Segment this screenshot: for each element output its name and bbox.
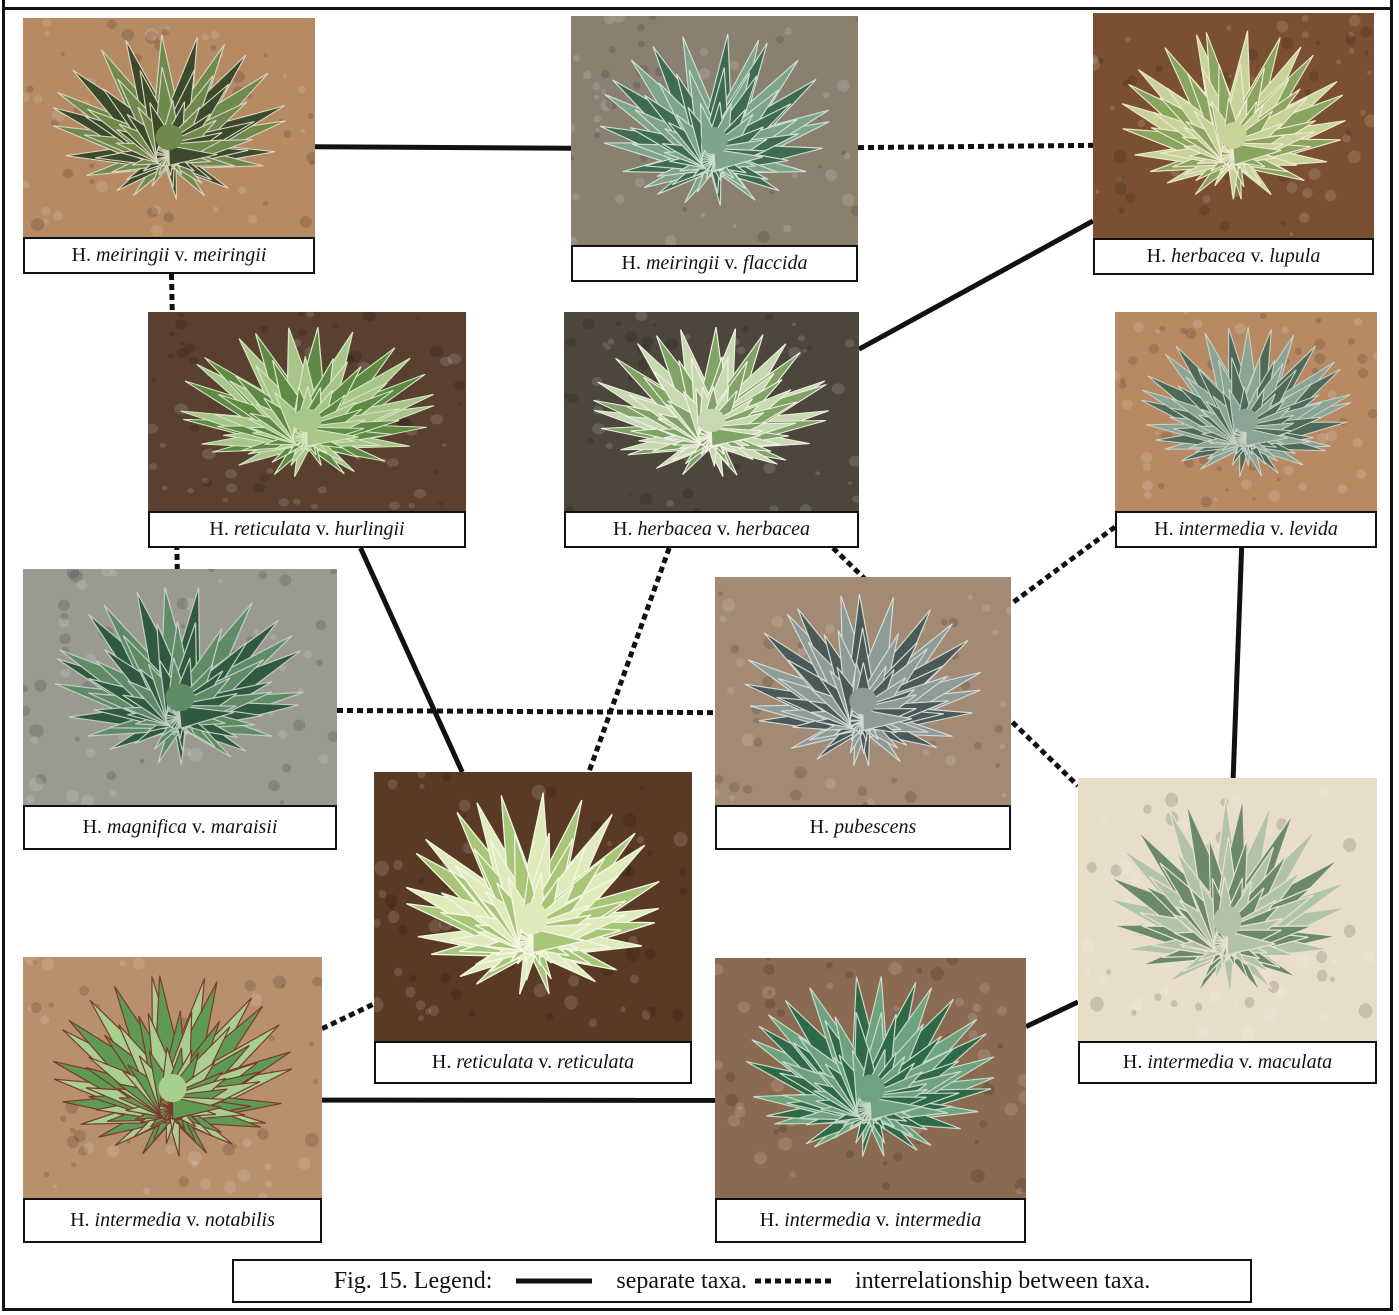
caption: H. herbacea v. herbacea: [564, 511, 859, 548]
plant-photo: [1078, 778, 1377, 1042]
rosette-illustration: [1078, 778, 1377, 1042]
rosette-illustration: [23, 18, 315, 238]
card-intermedia-maculata: H. intermedia v. maculata: [1078, 778, 1377, 1084]
card-intermedia-levida: H. intermedia v. levida: [1115, 312, 1377, 548]
plant-photo: [715, 577, 1011, 806]
rosette-illustration: [148, 312, 466, 512]
legend-interrelationship-label: interrelationship between taxa.: [855, 1268, 1150, 1295]
separate-taxa-line: [859, 221, 1093, 349]
caption: H. reticulata v. reticulata: [374, 1041, 692, 1084]
caption: H. herbacea v. lupula: [1093, 238, 1374, 275]
caption: H. intermedia v. maculata: [1078, 1041, 1377, 1084]
caption: H. pubescens: [715, 805, 1011, 850]
card-pubescens: H. pubescens: [715, 577, 1011, 850]
plant-photo: [1093, 13, 1374, 239]
interrelationship-line: [322, 1004, 374, 1029]
separate-taxa-line: [315, 147, 571, 148]
interrelationship-line: [1011, 527, 1115, 604]
plant-photo: [1115, 312, 1377, 512]
rosette-illustration: [715, 958, 1026, 1199]
interrelationship-line: [337, 710, 715, 712]
legend-box: Fig. 15. Legend: separate taxa. interrel…: [232, 1259, 1252, 1303]
plant-photo: [23, 569, 337, 806]
card-magnifica-maraisii: H. magnifica v. maraisii: [23, 569, 337, 850]
rosette-illustration: [23, 957, 322, 1199]
caption: H. magnifica v. maraisii: [23, 805, 337, 850]
card-herbacea-lupula: H. herbacea v. lupula: [1093, 13, 1374, 275]
card-herbacea-herbacea: H. herbacea v. herbacea: [564, 312, 859, 548]
plant-photo: [374, 772, 692, 1042]
rosette-illustration: [571, 16, 858, 246]
plant-photo: [715, 958, 1026, 1199]
plant-photo: [564, 312, 859, 512]
caption: H. intermedia v. intermedia: [715, 1198, 1026, 1243]
caption: H. meiringii v. meiringii: [23, 237, 315, 274]
separate-taxa-line: [1233, 548, 1241, 778]
rosette-illustration: [1115, 312, 1377, 512]
plant-photo: [23, 18, 315, 238]
card-reticulata-hurlingii: H. reticulata v. hurlingii: [148, 312, 466, 548]
card-meiringii-meiringii: H. meiringii v. meiringii: [23, 18, 315, 274]
rosette-illustration: [1093, 13, 1374, 239]
legend-separate-label: separate taxa.: [616, 1268, 747, 1295]
caption: H. reticulata v. hurlingii: [148, 511, 466, 548]
separate-taxa-line: [361, 548, 463, 772]
interrelationship-line: [589, 548, 669, 772]
legend-prefix: Fig. 15. Legend:: [334, 1268, 493, 1295]
interrelationship-line: [858, 145, 1093, 147]
card-meiringii-flaccida: H. meiringii v. flaccida: [571, 16, 858, 282]
solid-line-swatch: [514, 1270, 594, 1292]
caption: H. intermedia v. notabilis: [23, 1198, 322, 1243]
plant-photo: [23, 957, 322, 1199]
plant-photo: [148, 312, 466, 512]
caption: H. meiringii v. flaccida: [571, 245, 858, 282]
rosette-illustration: [374, 772, 692, 1042]
dotted-line-swatch: [753, 1270, 833, 1292]
card-intermedia-notabilis: H. intermedia v. notabilis: [23, 957, 322, 1243]
separate-taxa-line: [1026, 1002, 1078, 1027]
rosette-illustration: [23, 569, 337, 806]
card-reticulata-reticulata: H. reticulata v. reticulata: [374, 772, 692, 1084]
rosette-illustration: [715, 577, 1011, 806]
caption: H. intermedia v. levida: [1115, 511, 1377, 548]
rosette-illustration: [564, 312, 859, 512]
card-intermedia-intermedia: H. intermedia v. intermedia: [715, 958, 1026, 1243]
plant-photo: [571, 16, 858, 246]
